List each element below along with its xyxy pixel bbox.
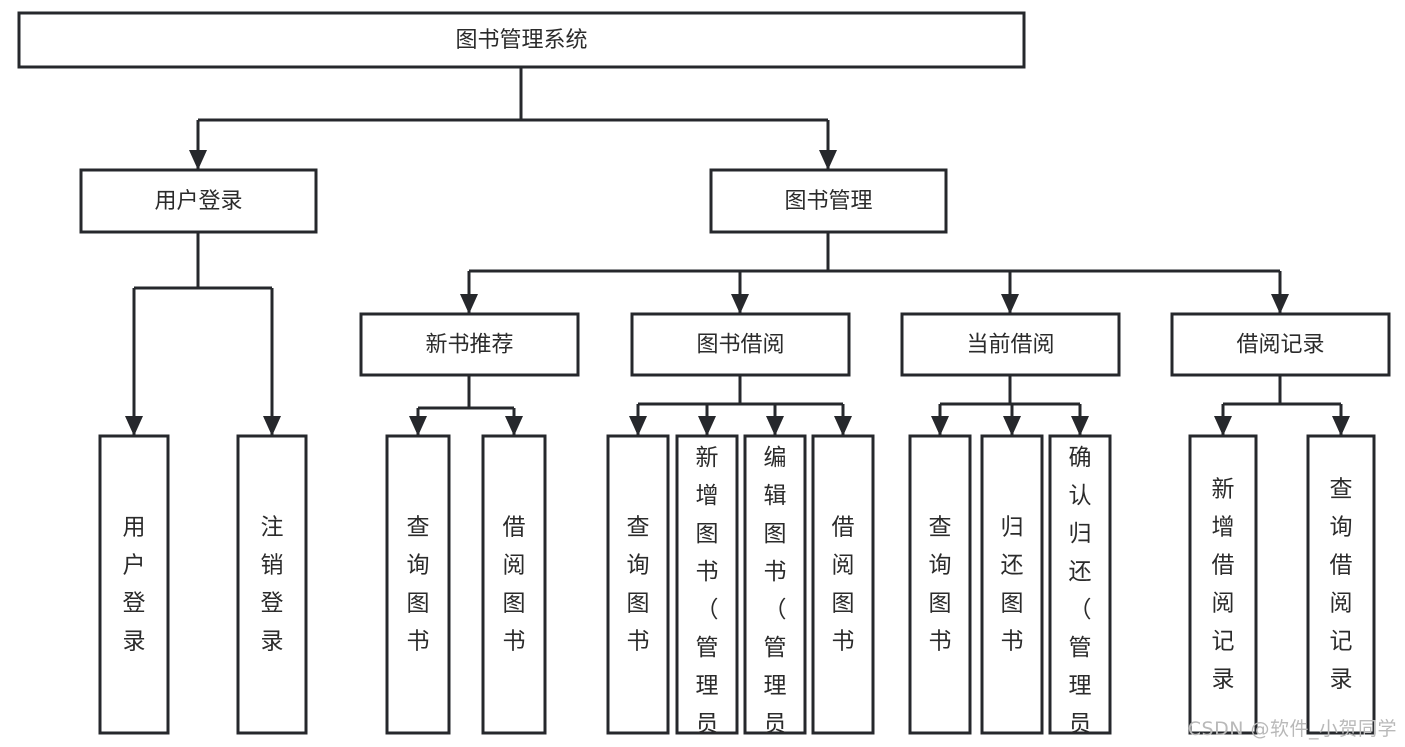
- arrow-head-icon: [766, 416, 784, 436]
- node-box: [481, 434, 547, 735]
- node-root-0[interactable]: 图书管理系统: [17, 11, 1026, 69]
- arrow-head-icon: [629, 416, 647, 436]
- node-box: [385, 434, 451, 735]
- node-box: [675, 434, 739, 735]
- node-label: 新增图书（管理员）: [696, 445, 719, 747]
- arrow-head-icon: [731, 294, 749, 314]
- node-label: 查询图书: [407, 514, 430, 654]
- arrow-head-icon: [1332, 416, 1350, 436]
- node-leaf-12[interactable]: 查询借阅记录: [1306, 434, 1376, 735]
- connector-group-book-borrow-to-leaves: [629, 375, 852, 436]
- node-label: 用户登录: [154, 189, 242, 214]
- connector-group-new-books-to-leaves: [409, 375, 523, 436]
- node-leaf-11[interactable]: 新增借阅记录: [1188, 434, 1258, 735]
- node-level1-0[interactable]: 用户登录: [79, 168, 318, 234]
- node-box: [1170, 312, 1391, 377]
- node-level1-1[interactable]: 图书管理: [709, 168, 948, 234]
- arrow-head-icon: [263, 416, 281, 436]
- connector-group-current-borrow-to-leaves: [931, 375, 1089, 436]
- arrow-head-icon: [1003, 416, 1021, 436]
- node-layer: 图书管理系统用户登录图书管理新书推荐图书借阅当前借阅借阅记录用户登录注销登录查询…: [17, 11, 1391, 747]
- node-leaf-5[interactable]: 新增图书（管理员）: [675, 434, 739, 747]
- arrow-head-icon: [460, 294, 478, 314]
- arrow-head-icon: [189, 150, 207, 170]
- node-level2-2[interactable]: 当前借阅: [900, 312, 1121, 377]
- arrow-head-icon: [1001, 294, 1019, 314]
- node-leaf-1[interactable]: 注销登录: [236, 434, 308, 735]
- node-leaf-8[interactable]: 查询图书: [908, 434, 972, 735]
- node-box: [811, 434, 875, 735]
- node-label: 查询借阅记录: [1330, 476, 1353, 692]
- node-level2-1[interactable]: 图书借阅: [630, 312, 851, 377]
- node-box: [630, 312, 851, 377]
- node-level2-3[interactable]: 借阅记录: [1170, 312, 1391, 377]
- node-box: [900, 312, 1121, 377]
- node-label: 新书推荐: [425, 333, 513, 358]
- node-label: 查询图书: [627, 514, 650, 654]
- connector-group-borrow-records-to-leaves: [1214, 375, 1350, 436]
- node-leaf-0[interactable]: 用户登录: [98, 434, 170, 735]
- node-level2-0[interactable]: 新书推荐: [359, 312, 580, 377]
- connector-layer: [125, 67, 1350, 436]
- node-box: [1048, 434, 1112, 735]
- connector-group-user-login-to-leaves: [125, 232, 281, 436]
- node-leaf-3[interactable]: 借阅图书: [481, 434, 547, 735]
- arrow-head-icon: [834, 416, 852, 436]
- node-box: [79, 168, 318, 234]
- node-leaf-10[interactable]: 确认归还（管理员）: [1048, 434, 1112, 747]
- arrow-head-icon: [819, 150, 837, 170]
- node-box: [236, 434, 308, 735]
- node-box: [1306, 434, 1376, 735]
- node-label: 图书借阅: [696, 333, 784, 358]
- connector-group-root-to-level1: [189, 67, 837, 170]
- connector-group-book-mgmt-to-level2: [460, 232, 1289, 314]
- arrow-head-icon: [505, 416, 523, 436]
- node-box: [980, 434, 1044, 735]
- node-label: 用户登录: [123, 514, 146, 654]
- node-label: 图书管理系统: [455, 28, 587, 53]
- node-label: 借阅图书: [832, 514, 855, 654]
- arrow-head-icon: [1071, 416, 1089, 436]
- node-box: [908, 434, 972, 735]
- node-box: [606, 434, 670, 735]
- node-label: 图书管理: [784, 189, 872, 214]
- arrow-head-icon: [409, 416, 427, 436]
- node-label: 编辑图书（管理员）: [764, 445, 787, 747]
- node-leaf-7[interactable]: 借阅图书: [811, 434, 875, 735]
- node-label: 查询图书: [929, 514, 952, 654]
- arrow-head-icon: [931, 416, 949, 436]
- node-box: [17, 11, 1026, 69]
- arrow-head-icon: [125, 416, 143, 436]
- node-box: [359, 312, 580, 377]
- node-box: [743, 434, 807, 735]
- node-label: 当前借阅: [966, 333, 1054, 358]
- node-box: [98, 434, 170, 735]
- node-label: 借阅图书: [503, 514, 526, 654]
- node-label: 归还图书: [1001, 514, 1024, 654]
- arrow-head-icon: [1271, 294, 1289, 314]
- node-leaf-9[interactable]: 归还图书: [980, 434, 1044, 735]
- node-label: 注销登录: [261, 514, 284, 654]
- node-label: 新增借阅记录: [1212, 476, 1235, 692]
- node-leaf-6[interactable]: 编辑图书（管理员）: [743, 434, 807, 747]
- node-label: 确认归还（管理员）: [1069, 445, 1092, 747]
- node-label: 借阅记录: [1236, 333, 1324, 358]
- node-box: [709, 168, 948, 234]
- arrow-head-icon: [698, 416, 716, 436]
- arrow-head-icon: [1214, 416, 1232, 436]
- node-box: [1188, 434, 1258, 735]
- node-leaf-2[interactable]: 查询图书: [385, 434, 451, 735]
- node-leaf-4[interactable]: 查询图书: [606, 434, 670, 735]
